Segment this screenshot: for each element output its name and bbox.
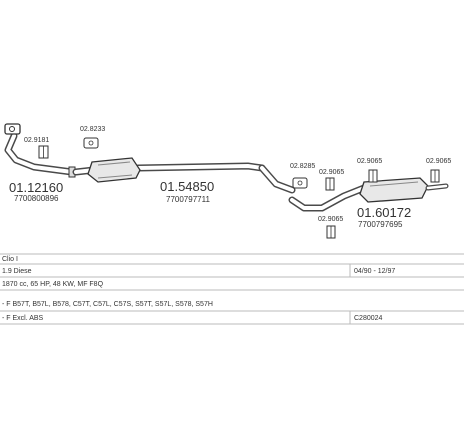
clamp-c1-label: 02.9181 [24,137,49,144]
middle-silencer [72,157,266,183]
application-table: Clio I 1.9 Diese 04/90 - 12/97 1870 cc, … [0,253,464,325]
front-pipe [4,123,76,178]
front-pipe-ref: 7700800896 [14,194,59,203]
front-pipe-part-number: 01.12160 [9,180,63,195]
rear-silencer-part-number: 01.60172 [357,205,411,220]
clamp-c2-label: 02.8233 [80,126,105,133]
clamp-c7-label: 02.9065 [318,216,343,223]
middle-silencer-ref: 7700797711 [166,195,210,204]
rear-silencer [359,177,449,203]
clamp-c6-label: 02.9065 [426,158,451,165]
clamp-c4-label: 02.9065 [319,169,344,176]
info-row-note: - F Excl. ABS [2,315,44,322]
info-row-model: Clio I [2,256,18,263]
clamp-c3-icon [292,177,308,189]
clamp-c5-icon [368,169,378,183]
clamp-c6-icon [430,169,440,183]
info-row-chassis: - F B57T, B57L, B578, C57T, C57L, C57S, … [2,301,213,308]
rear-pipe [258,164,368,212]
clamp-c5-label: 02.9065 [357,158,382,165]
clamp-c2-icon [83,137,99,149]
info-row-engine: 1.9 Diese [2,268,32,275]
middle-silencer-part-number: 01.54850 [160,179,214,194]
info-row-kit-code: C280024 [354,315,383,322]
clamp-c1-icon [38,145,49,159]
rear-silencer-ref: 7700797695 [358,220,403,229]
clamp-c4-icon [325,177,335,191]
clamp-c7-icon [326,225,336,239]
info-row-spec: 1870 cc, 65 HP, 48 KW, MF F8Q [2,281,104,288]
clamp-c3-label: 02.8285 [290,163,315,170]
info-row-dates: 04/90 - 12/97 [354,268,395,275]
